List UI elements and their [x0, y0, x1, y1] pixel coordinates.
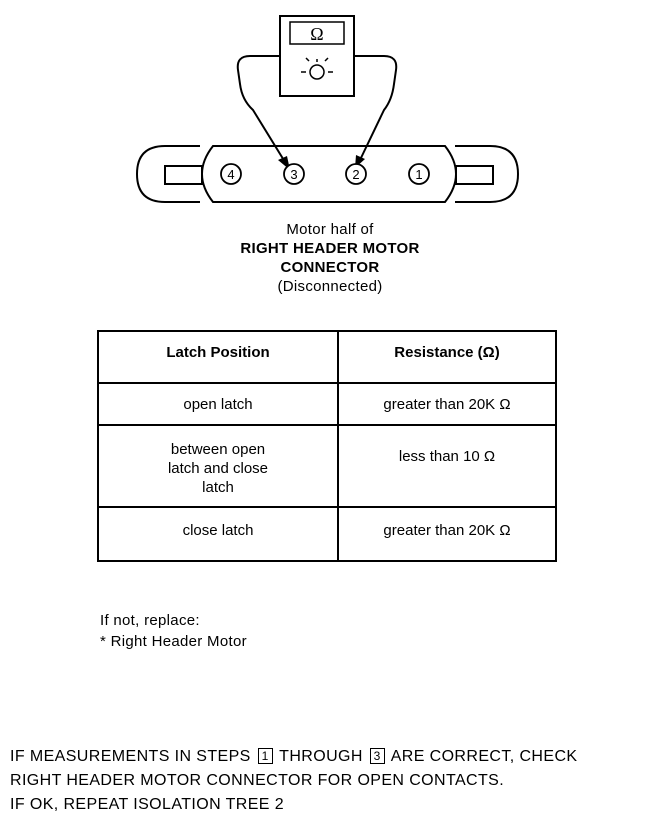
footer-text-a: IF MEASUREMENTS IN STEPS — [10, 748, 251, 765]
cell-position: close latch — [97, 506, 339, 562]
latch-slot-right — [455, 165, 494, 185]
svg-text:4: 4 — [227, 167, 234, 182]
cell-resistance: less than 10 Ω — [337, 424, 557, 508]
footer-line-3: IF OK, REPEAT ISOLATION TREE 2 — [10, 796, 284, 813]
connector-right-ear — [455, 145, 520, 203]
cell-resistance: greater than 20K Ω — [337, 506, 557, 562]
motor-connector: 4 3 2 1 — [135, 145, 520, 203]
note-line-1: If not, replace: — [100, 612, 200, 629]
header-latch-position: Latch Position — [97, 330, 339, 384]
connector-left-ear — [135, 145, 200, 203]
pin-2: 2 — [345, 163, 367, 185]
table-row: between open latch and close latch less … — [97, 424, 557, 508]
note-line-2: * Right Header Motor — [100, 633, 247, 650]
meter-display — [289, 21, 345, 45]
test-lead-left — [236, 55, 286, 163]
replace-note: If not, replace: * Right Header Motor — [100, 610, 247, 652]
latch-slot-left — [164, 165, 203, 185]
ohm-symbol: Ω — [310, 24, 323, 44]
pin-1: 1 — [408, 163, 430, 185]
svg-text:2: 2 — [352, 167, 359, 182]
step-start-box: 1 — [257, 748, 273, 764]
caption-line-3: CONNECTOR — [280, 259, 380, 276]
svg-text:1: 1 — [415, 167, 422, 182]
footer-line-2: RIGHT HEADER MOTOR CONNECTOR FOR OPEN CO… — [10, 772, 505, 789]
table-header-row: Latch Position Resistance (Ω) — [97, 330, 557, 384]
cell-resistance: greater than 20K Ω — [337, 382, 557, 426]
caption-line-2: RIGHT HEADER MOTOR — [240, 240, 420, 257]
cell-position: between open latch and close latch — [97, 424, 339, 508]
footer-line-1: IF MEASUREMENTS IN STEPS 1 THROUGH 3 ARE… — [10, 745, 577, 769]
step-end-box: 3 — [369, 748, 385, 764]
lamp-icon — [301, 57, 333, 80]
connector-diagram: Ω 4 3 2 — [135, 15, 520, 203]
svg-text:3: 3 — [290, 167, 297, 182]
table-row: open latch greater than 20K Ω — [97, 382, 557, 426]
table-row: close latch greater than 20K Ω — [97, 506, 557, 562]
caption-line-4: (Disconnected) — [277, 278, 383, 295]
footer-text-b: THROUGH — [279, 748, 363, 765]
footer-text-c: ARE CORRECT, CHECK — [390, 748, 578, 765]
pin-4: 4 — [220, 163, 242, 185]
pin-3: 3 — [283, 163, 305, 185]
caption-line-1: Motor half of — [286, 221, 374, 238]
header-resistance: Resistance (Ω) — [337, 330, 557, 384]
ohmmeter: Ω — [279, 15, 355, 97]
cell-position: open latch — [97, 382, 339, 426]
test-lead-right — [354, 55, 398, 161]
instruction-footer: IF MEASUREMENTS IN STEPS 1 THROUGH 3 ARE… — [10, 745, 577, 817]
connector-caption: Motor half of RIGHT HEADER MOTOR CONNECT… — [180, 220, 480, 296]
resistance-table: Latch Position Resistance (Ω) open latch… — [97, 330, 557, 562]
